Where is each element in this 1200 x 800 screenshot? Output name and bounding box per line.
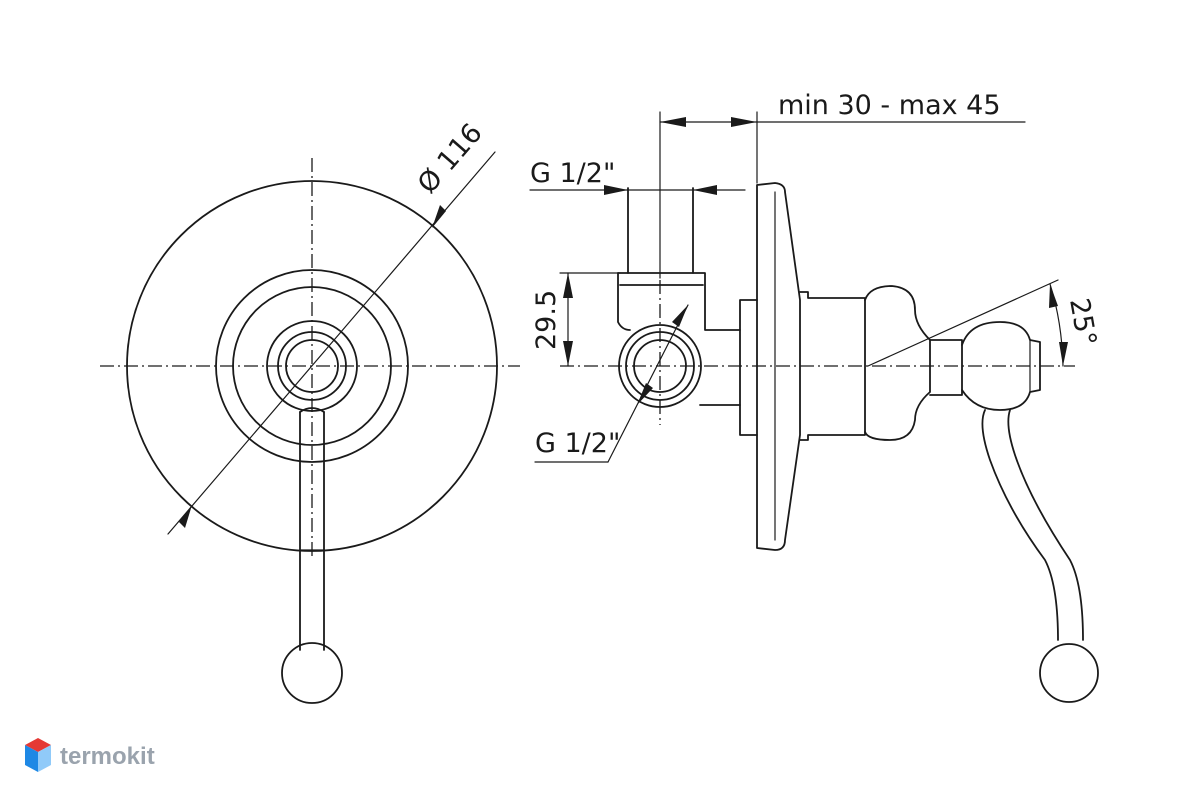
brand-watermark: termokit xyxy=(25,738,155,772)
angle-arrow-bottom xyxy=(1059,342,1068,366)
spindle-ring-outer xyxy=(266,320,358,412)
side-connection-middle xyxy=(625,331,695,401)
valve-body-left xyxy=(617,272,631,331)
top-connection-arrow-right xyxy=(693,185,717,195)
valve-block xyxy=(739,299,758,436)
termokit-logo-icon xyxy=(25,738,51,772)
side-lever-right xyxy=(1007,409,1084,641)
spindle-ring-inner xyxy=(285,339,339,393)
handle-hub xyxy=(961,321,1041,411)
side-connection-arrow-bottom xyxy=(637,383,653,405)
dome-cap xyxy=(864,285,931,441)
lever-knob xyxy=(281,642,343,704)
side-lever-left xyxy=(981,409,1059,641)
top-connection-label: G 1/2" xyxy=(530,158,615,189)
depth-range-label: min 30 - max 45 xyxy=(778,90,1001,121)
diameter-arrow-top xyxy=(432,205,446,228)
side-connection-arrow-top xyxy=(672,305,688,327)
side-lever-knob xyxy=(1039,643,1099,703)
height-arrow-top xyxy=(563,273,573,298)
side-connection-outer xyxy=(618,324,702,408)
diameter-label: Ø 116 xyxy=(412,118,489,200)
diameter-arrow-bottom xyxy=(179,505,192,528)
spindle-ring-middle xyxy=(277,331,347,401)
height-label: 29.5 xyxy=(531,290,562,350)
depth-arrow-left xyxy=(660,117,686,127)
side-view: min 30 - max 45 G 1/2" 29.5 G 1/2" 25° xyxy=(529,90,1102,703)
escutcheon-outer xyxy=(215,269,409,463)
valve-body-top xyxy=(617,272,741,331)
brand-name: termokit xyxy=(60,743,155,770)
top-pipe xyxy=(627,187,694,274)
lever-stem xyxy=(299,411,325,651)
cover-plate-profile xyxy=(756,182,801,551)
side-connection-inner xyxy=(633,339,687,393)
top-connection-arrow-left xyxy=(604,185,628,195)
height-arrow-bottom xyxy=(563,341,573,366)
cover-plate-outline xyxy=(126,180,498,552)
escutcheon-inner xyxy=(232,286,392,446)
front-view: Ø 116 xyxy=(100,118,520,704)
diameter-dimension-line xyxy=(167,151,496,535)
angle-ray xyxy=(867,279,1059,367)
spindle xyxy=(929,339,963,396)
depth-arrow-right xyxy=(731,117,757,127)
angle-arrow-top xyxy=(1049,284,1058,308)
bonnet xyxy=(799,291,866,441)
side-connection-leader xyxy=(607,304,689,463)
angle-label: 25° xyxy=(1063,296,1102,349)
lever-stem-top xyxy=(299,407,325,413)
side-connection-label: G 1/2" xyxy=(535,428,620,459)
